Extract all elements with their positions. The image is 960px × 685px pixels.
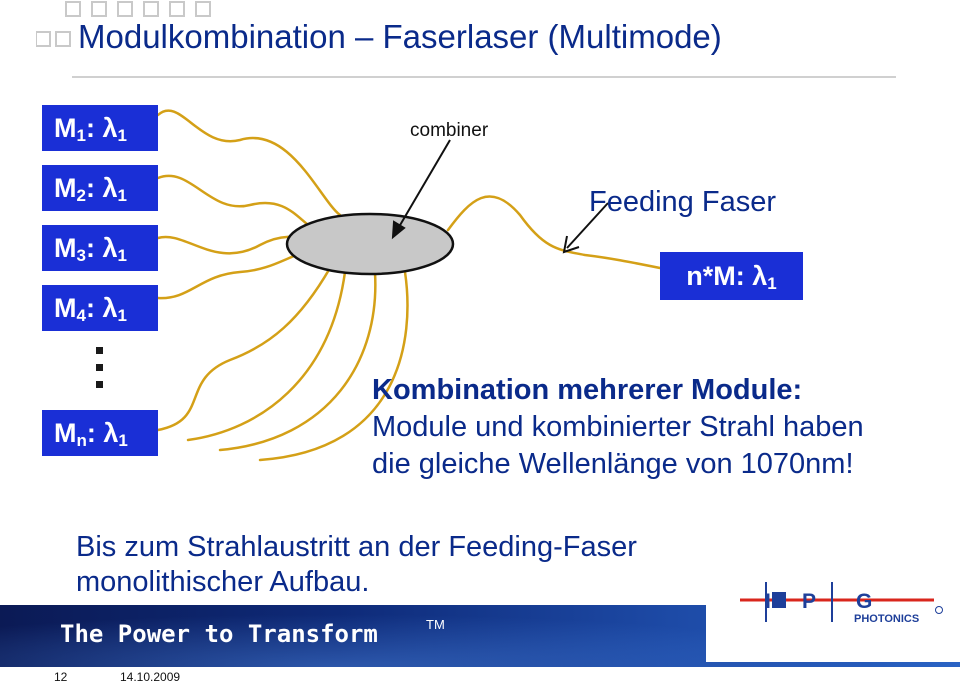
- monolithic-line-2: monolithischer Aufbau.: [76, 566, 370, 598]
- title-divider: [72, 76, 896, 78]
- combination-line-2: die gleiche Wellenlänge von 1070nm!: [372, 448, 854, 480]
- feeding-arrowhead: [562, 235, 580, 254]
- footer: [0, 667, 960, 685]
- feeding-fiber-label: Feeding Faser: [589, 186, 776, 218]
- fiber-m2: [156, 174, 322, 234]
- feeding-fiber: [446, 195, 662, 270]
- fiber-m8: [258, 270, 409, 462]
- fiber-m4: [156, 250, 307, 300]
- module-3: M3: λ1: [42, 225, 158, 271]
- combiner-label: combiner: [410, 120, 489, 141]
- ellipsis-dot: [96, 364, 103, 371]
- fiber-m6: [186, 270, 347, 442]
- ipg-logo-panel: I P G PHOTONICS: [706, 578, 960, 662]
- trademark: TM: [426, 617, 445, 632]
- logo-photonics: PHOTONICS: [854, 613, 919, 625]
- footer-date: 14.10.2009: [120, 670, 181, 684]
- ellipsis-dot: [96, 381, 103, 388]
- fiber-m5: [156, 266, 332, 432]
- fiber-diagram: [156, 109, 662, 462]
- fiber-m7: [218, 271, 377, 452]
- combiner-shape: [285, 212, 455, 276]
- module-4: M4: λ1: [42, 285, 158, 331]
- module-1: M1: λ1: [42, 105, 158, 151]
- ellipsis-dot: [96, 347, 103, 354]
- module-2: M2: λ1: [42, 165, 158, 211]
- logo-letter-i: I: [765, 590, 771, 613]
- combination-heading: Kombination mehrerer Module:: [372, 374, 803, 406]
- page-number: 12: [54, 670, 68, 684]
- combiner-arrowhead: [391, 220, 406, 240]
- fiber-m1: [156, 109, 342, 217]
- slogan: The Power to Transform: [60, 620, 378, 648]
- logo-letter-p: P: [802, 590, 816, 613]
- corner-decoration: [36, 1, 211, 47]
- logo-letter-g: G: [856, 590, 872, 613]
- output-box: n*M: λ1: [660, 252, 803, 300]
- page-title: Modulkombination – Faserlaser (Multimode…: [78, 18, 722, 55]
- module-n: Mn: λ1: [42, 410, 158, 456]
- monolithic-note: Bis zum Strahlaustritt an der Feeding-Fa…: [76, 530, 637, 600]
- combination-text: Kombination mehrerer Module: Module und …: [372, 372, 864, 483]
- ipg-logo: I P G PHOTONICS: [740, 582, 943, 625]
- monolithic-line-1: Bis zum Strahlaustritt an der Feeding-Fa…: [76, 531, 637, 563]
- combination-line-1: Module und kombinierter Strahl haben: [372, 411, 864, 443]
